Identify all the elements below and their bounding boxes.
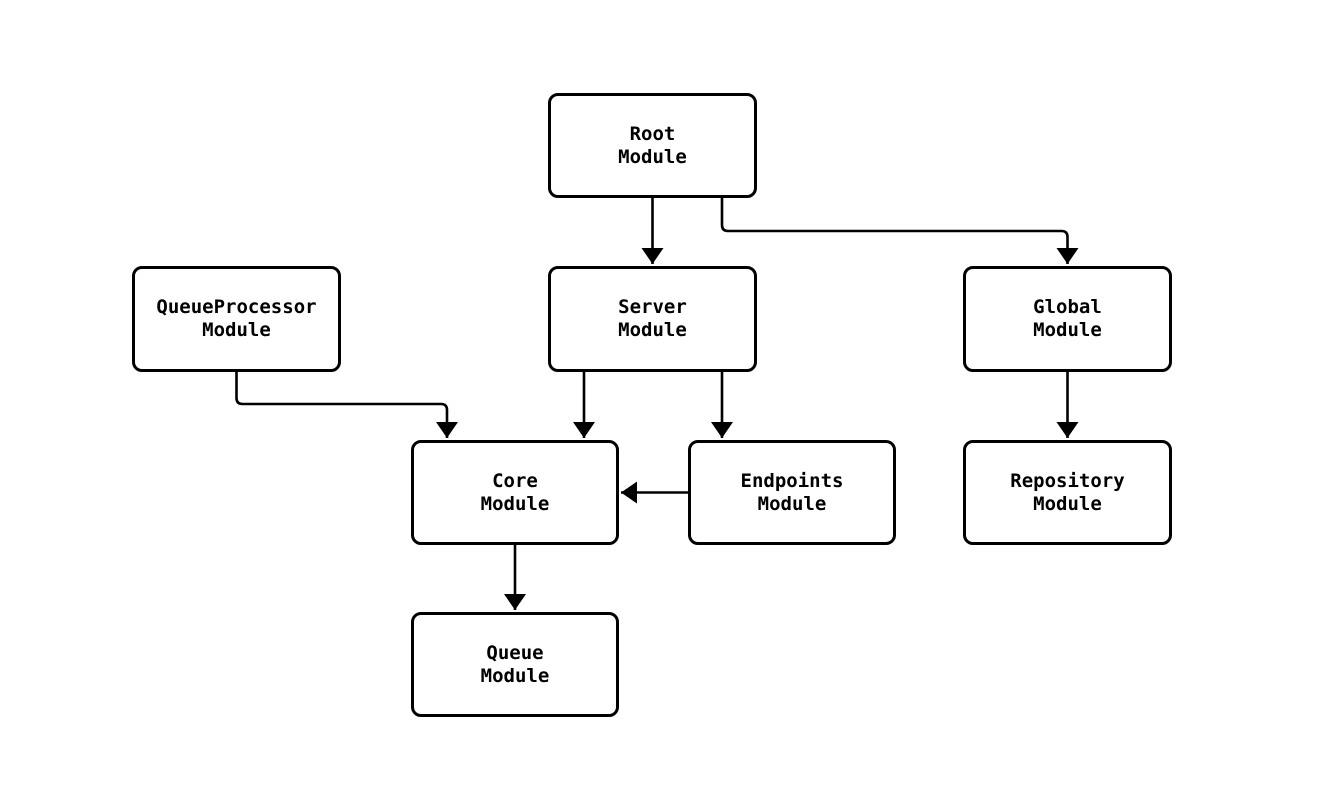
node-global-module-label: Global Module <box>1033 296 1102 341</box>
node-queue-module: Queue Module <box>411 612 619 717</box>
edge-root-module-to-global-module <box>720 198 1079 264</box>
node-root-module-label: Root Module <box>618 122 687 168</box>
node-server-module: Server Module <box>548 266 757 372</box>
edge-queueprocessor-module-to-core-module <box>235 372 458 438</box>
node-queueprocessor-module: QueueProcessor Module <box>132 266 341 372</box>
node-core-module: Core Module <box>411 440 619 545</box>
node-server-module-label: Server Module <box>618 296 687 341</box>
node-endpoints-module-label: Endpoints Module <box>740 469 844 515</box>
node-core-module-label: Core Module <box>480 469 550 515</box>
node-endpoints-module: Endpoints Module <box>688 440 896 545</box>
node-global-module: Global Module <box>963 266 1172 372</box>
node-repository-module-label: Repository Module <box>1010 469 1125 515</box>
node-queueprocessor-module-label: QueueProcessor Module <box>156 296 317 341</box>
node-repository-module: Repository Module <box>963 440 1172 545</box>
node-root-module: Root Module <box>548 93 757 198</box>
node-queue-module-label: Queue Module <box>480 641 550 687</box>
